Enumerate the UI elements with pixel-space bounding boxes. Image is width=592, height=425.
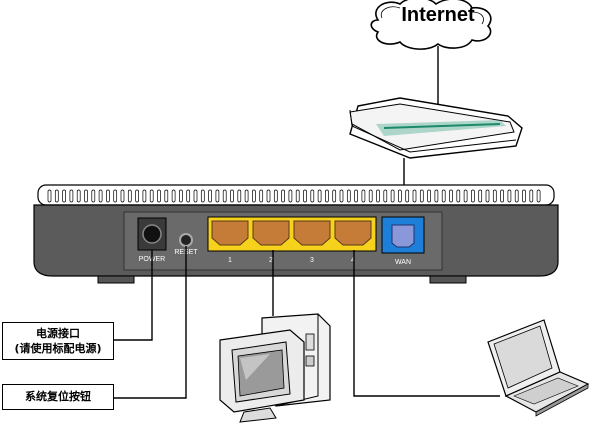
router-vent-slot: [339, 189, 344, 203]
power-callout-line1: 电源接口: [36, 327, 80, 340]
router-vent-slot: [492, 189, 497, 203]
router-vent-slot: [127, 189, 132, 203]
router-vent-slot: [237, 189, 242, 203]
lan-port-2[interactable]: [252, 220, 290, 246]
router-vent-slot: [69, 189, 74, 203]
router-vent-slot: [317, 189, 322, 203]
router-vent-slot: [222, 189, 227, 203]
lan-port-1[interactable]: [211, 220, 249, 246]
router-vent-slot: [244, 189, 249, 203]
router-foot-right: [429, 275, 467, 284]
laptop-icon: [487, 319, 590, 417]
router-vent-slot: [215, 189, 220, 203]
router-vent-slot: [346, 189, 351, 203]
router-vent-slot: [62, 189, 66, 203]
lan-port-3[interactable]: [293, 220, 331, 246]
router-vent-slot: [412, 189, 417, 203]
reset-button[interactable]: [179, 233, 193, 247]
router-vent-slot: [383, 189, 388, 203]
reset-button-callout: 系统复位按钮: [2, 384, 114, 410]
router-vent-slot: [54, 189, 59, 203]
router-vent-slot: [368, 189, 373, 203]
router-vent-slot: [514, 189, 519, 203]
router-vent-slot: [47, 189, 52, 203]
router-vent-slot: [113, 189, 118, 203]
wan-port-socket: [391, 224, 415, 248]
desktop-computer-icon: [219, 313, 331, 423]
router-vent-slot: [405, 189, 410, 203]
internet-cloud-icon: Internet: [370, 0, 492, 50]
router-vent-slot: [427, 189, 431, 203]
reset-callout-line: [112, 246, 187, 399]
router-vent-slot: [135, 189, 139, 203]
router-vent-slot: [434, 189, 439, 203]
router-foot-left: [97, 275, 135, 284]
router-vent-slot: [522, 189, 526, 203]
router-vent-slot: [354, 189, 358, 203]
router-vent-slot: [179, 189, 183, 203]
router-vent-slot: [84, 189, 88, 203]
router-vent-slot: [419, 189, 424, 203]
router-vent-slot: [230, 189, 234, 203]
router-vents: [47, 189, 541, 203]
power-jack-hole: [142, 224, 162, 244]
reset-callout-text: 系统复位按钮: [25, 390, 91, 403]
router-vent-slot: [200, 189, 205, 203]
lan-port-label: 1: [228, 257, 232, 264]
router-vent-slot: [273, 189, 278, 203]
lan4-to-laptop-cable: [353, 250, 500, 397]
lan-port-label: 2: [269, 257, 273, 264]
router-vent-slot: [500, 189, 504, 203]
lan-port-4[interactable]: [334, 220, 372, 246]
router-vent-slot: [149, 189, 154, 203]
internet-label: Internet: [401, 4, 475, 26]
router-vent-slot: [164, 189, 169, 203]
router-vent-slot: [471, 189, 475, 203]
router-vent-slot: [536, 189, 541, 203]
power-port-callout: 电源接口 (请使用标配电源): [2, 322, 114, 360]
router-vent-slot: [91, 189, 96, 203]
power-callout-line2: (请使用标配电源): [14, 342, 102, 355]
router-vent-slot: [332, 189, 337, 203]
router-vent-slot: [303, 189, 307, 203]
router-vent-slot: [106, 189, 110, 203]
router-vent-slot: [310, 189, 315, 203]
router-vent-slot: [295, 189, 300, 203]
router-vent-slot: [208, 189, 212, 203]
lan-port-label: 4: [351, 257, 355, 264]
router-vent-slot: [281, 189, 285, 203]
router-vent-slot: [485, 189, 490, 203]
router-vent-slot: [507, 189, 512, 203]
router-vent-slot: [398, 189, 402, 203]
power-cable: [112, 250, 153, 341]
router-vent-slot: [529, 189, 534, 203]
router-vent-slot: [186, 189, 191, 203]
router-vent-slot: [193, 189, 198, 203]
router-vent-slot: [120, 189, 125, 203]
router-vent-slot: [390, 189, 395, 203]
router-vent-slot: [266, 189, 271, 203]
router-vent-slot: [463, 189, 468, 203]
router-vent-slot: [478, 189, 483, 203]
router-vent-slot: [376, 189, 380, 203]
wan-port-label: WAN: [395, 259, 411, 266]
router-vent-slot: [98, 189, 103, 203]
router-vent-slot: [171, 189, 176, 203]
router-vent-slot: [76, 189, 81, 203]
router-vent-slot: [142, 189, 147, 203]
router-vent-slot: [325, 189, 329, 203]
router-vent-slot: [288, 189, 293, 203]
router-vent-slot: [157, 189, 161, 203]
router-vent-slot: [361, 189, 366, 203]
router-vent-slot: [441, 189, 446, 203]
modem-icon: [349, 97, 523, 159]
router-vent-slot: [252, 189, 256, 203]
router-vent-slot: [259, 189, 264, 203]
router-vent-slot: [449, 189, 453, 203]
lan-port-label: 3: [310, 257, 314, 264]
router-vent-slot: [456, 189, 461, 203]
